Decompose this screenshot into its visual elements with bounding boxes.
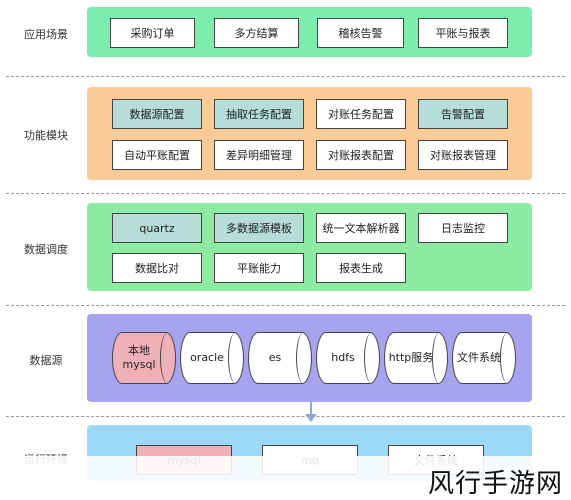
db-cylinder-0: 本地 mysql [112,332,176,384]
box-func-4: 自动平账配置 [112,140,202,170]
watermark-overlay [0,456,571,500]
db-cylinder-3: hdfs [316,332,380,384]
box-sched-6: 报表生成 [316,253,406,283]
box-func-6: 对账报表配置 [316,140,406,170]
arrow-line [310,402,312,416]
box-sched-5: 平账能力 [214,253,304,283]
box-func-7: 对账报表管理 [418,140,508,170]
box-app-1: 多方结算 [214,18,299,48]
box-app-0: 采购订单 [110,18,195,48]
row-label-func: 功能模块 [24,129,68,142]
db-label-3: hdfs [331,351,355,364]
box-func-1: 抽取任务配置 [214,99,304,129]
db-cylinder-5: 文件系统 [452,332,516,384]
box-sched-1: 多数据源模板 [214,213,304,243]
db-cylinder-4: http服务 [384,332,448,384]
db-cylinder-1: oracle [180,332,244,384]
db-label-0: 本地 mysql [122,344,156,371]
box-func-2: 对账任务配置 [316,99,406,129]
row-label-app: 应用场景 [24,28,68,41]
box-sched-2: 统一文本解析器 [316,213,406,243]
box-func-5: 差异明细管理 [214,140,304,170]
db-label-5: 文件系统 [457,351,501,364]
db-label-2: es [268,351,282,364]
box-func-3: 告警配置 [418,99,508,129]
divider [6,76,565,77]
db-label-1: oracle [190,351,224,364]
box-func-0: 数据源配置 [112,99,202,129]
divider [6,193,565,194]
box-sched-4: 数据比对 [112,253,202,283]
box-app-2: 稽核告警 [317,18,404,48]
box-sched-3: 日志监控 [418,213,508,243]
arrow-down-icon [305,414,317,422]
divider [6,416,565,417]
box-app-3: 平账与报表 [418,18,508,48]
row-label-src: 数据源 [29,354,63,367]
box-sched-0: quartz [112,213,202,243]
watermark-logo: 风行手游网 [427,469,563,499]
db-label-4: http服务 [388,351,434,364]
db-cylinder-2: es [248,332,312,384]
divider [6,305,565,306]
row-label-sched: 数据调度 [24,243,68,256]
